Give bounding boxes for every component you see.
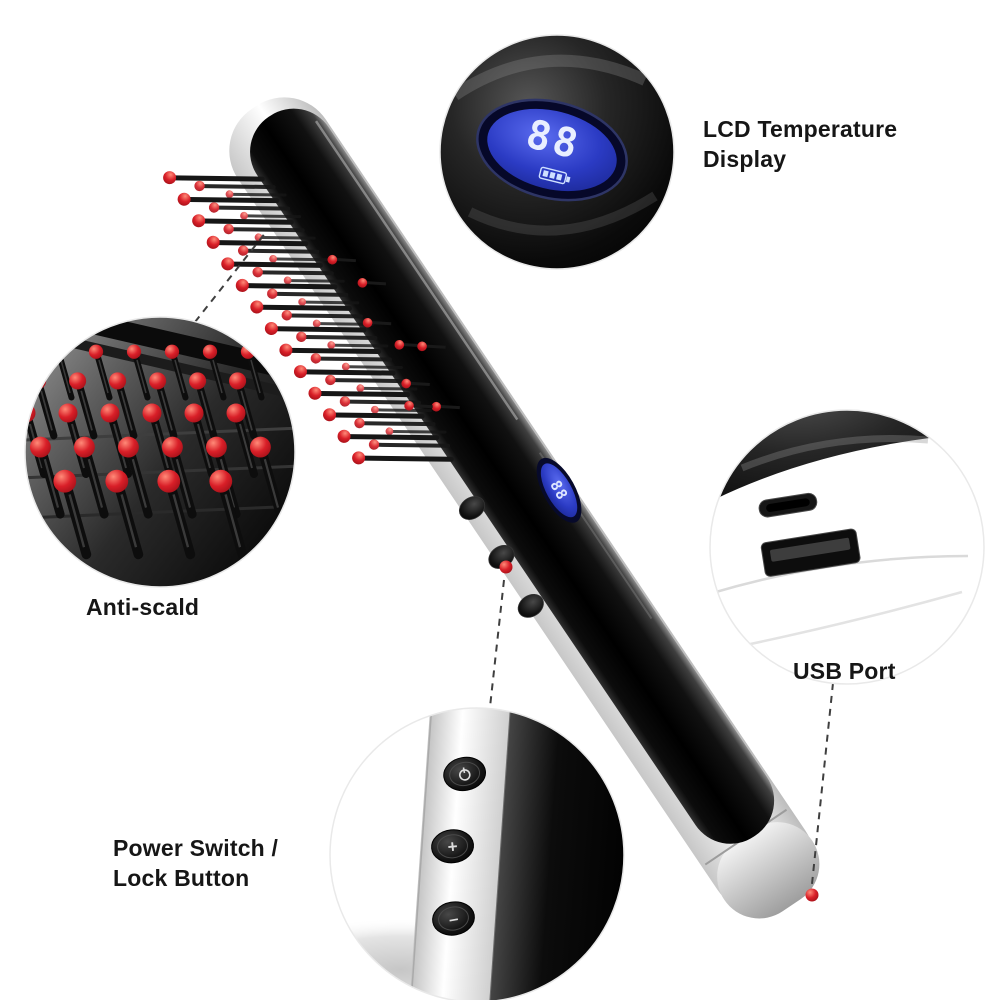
lcd-callout: 88 bbox=[439, 34, 675, 270]
product-end-cap bbox=[717, 822, 820, 919]
lcd-callout-ring bbox=[439, 34, 675, 270]
label-lcd-temperature-display: LCD Temperature Display bbox=[703, 114, 897, 174]
anti-scald-pointer-line bbox=[194, 231, 267, 323]
label-power-line2: Lock Button bbox=[113, 865, 250, 891]
battery-icon bbox=[538, 166, 571, 185]
lcd-screen bbox=[540, 463, 578, 518]
power-icon bbox=[458, 767, 471, 781]
body-zoom bbox=[488, 708, 624, 1000]
minus-button: – bbox=[432, 901, 475, 936]
product-lcd-display: 88 bbox=[536, 457, 582, 523]
label-anti-scald: Anti-scald bbox=[86, 594, 200, 620]
body-seam bbox=[487, 708, 513, 1000]
usb-ports bbox=[758, 492, 861, 577]
usb-a-tongue bbox=[770, 537, 851, 562]
label-power-switch-lock: Power Switch / Lock Button bbox=[113, 833, 278, 893]
usb-pointer-line bbox=[811, 682, 834, 885]
minus-icon: – bbox=[447, 909, 460, 929]
lcd-zoom-display: 88 bbox=[476, 98, 628, 202]
product-body bbox=[250, 108, 775, 844]
power-callout: + – bbox=[329, 707, 625, 1000]
label-lcd-line1: LCD Temperature bbox=[703, 116, 898, 142]
label-lcd-line2: Display bbox=[703, 146, 787, 172]
label-power-line1: Power Switch / bbox=[113, 835, 279, 861]
tip-marker-dot bbox=[805, 888, 819, 902]
cap-contour-2 bbox=[721, 590, 963, 652]
micro-usb-slot bbox=[766, 498, 810, 512]
anti-scald-callout-ring bbox=[24, 316, 296, 588]
body-glare bbox=[314, 120, 519, 421]
gloss-reflection bbox=[740, 435, 929, 472]
product-minus-button bbox=[517, 593, 544, 618]
power-marker-dot bbox=[499, 560, 513, 574]
device-body-zoom bbox=[710, 410, 984, 530]
gloss-reflection bbox=[467, 191, 658, 236]
power-pointer-line bbox=[489, 579, 505, 708]
plus-icon: + bbox=[447, 837, 459, 857]
trim-edge-line bbox=[409, 708, 435, 1000]
gloss-reflection-2 bbox=[451, 54, 648, 100]
power-button bbox=[443, 756, 487, 792]
power-callout-ring bbox=[329, 707, 625, 1000]
product-power-button bbox=[459, 496, 486, 520]
plus-button: + bbox=[431, 829, 475, 864]
label-usb-port: USB Port bbox=[793, 658, 896, 684]
pointer-lines bbox=[194, 231, 834, 885]
anti-scald-callout bbox=[24, 316, 296, 588]
usb-callout bbox=[709, 409, 985, 685]
lcd-zoom-screen bbox=[487, 108, 617, 192]
product-straightener-brush: 88 bbox=[158, 97, 820, 919]
usb-callout-ring bbox=[709, 409, 985, 685]
